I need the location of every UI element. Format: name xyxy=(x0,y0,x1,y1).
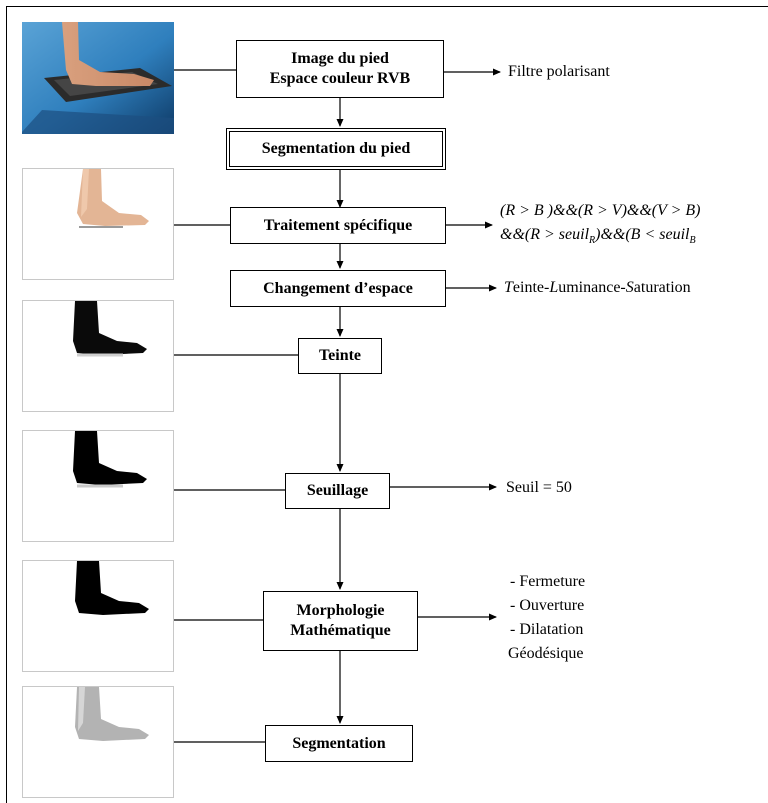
note-tls-rest-s: aturation xyxy=(633,279,691,296)
thumb-segmentation xyxy=(22,686,174,798)
step-changement-label: Changement d’espace xyxy=(263,279,413,297)
step-seuillage-label: Seuillage xyxy=(306,482,369,499)
note-morpho-op-3: - Dilatation xyxy=(510,621,584,638)
note-condition-part-b: )&&(B < seuil xyxy=(595,226,690,243)
note-morpho-op-1: - Fermeture xyxy=(510,573,586,590)
note-tls-cap-t: T xyxy=(504,279,513,296)
step-morphologie-line-1: Morphologie xyxy=(296,602,385,619)
thumb-seuillage xyxy=(22,430,174,542)
note-teinte-luminance-saturation: Teinte-Luminance-Saturation xyxy=(504,278,691,298)
step-seuillage: Seuillage xyxy=(285,473,390,509)
note-condition-line-1: (R > B )&&(R > V)&&(V > B) xyxy=(500,202,701,219)
step-morphologie-line-2: Mathématique xyxy=(290,622,391,639)
thumb-pied-segmente xyxy=(22,168,174,280)
thumb-seuillage-image xyxy=(73,431,147,488)
note-morpho-op-4: Géodésique xyxy=(508,645,584,662)
note-filtre-polarisant: Filtre polarisant xyxy=(508,63,610,80)
photo-pied-rvb-image xyxy=(22,22,174,134)
thumb-teinte xyxy=(22,300,174,412)
step-segmentation: Segmentation xyxy=(265,725,413,762)
note-morpho-op-2: - Ouverture xyxy=(510,597,585,614)
note-seuil: Seuil = 50 xyxy=(506,479,572,496)
note-condition-part-a: &&(R > seuil xyxy=(500,226,590,243)
step-teinte-label: Teinte xyxy=(318,347,362,364)
note-tls-cap-l: L xyxy=(549,279,559,296)
thumb-teinte-image xyxy=(73,301,147,357)
step-changement-espace: Changement d’espace xyxy=(230,270,446,307)
note-condition-line-2: &&(R > seuilR)&&(B < seuilB xyxy=(500,225,696,247)
step-segmentation-label: Segmentation xyxy=(292,734,386,752)
thumb-morphologie xyxy=(22,560,174,672)
note-tls-cap-s: S xyxy=(625,279,634,296)
step-traitement-label: Traitement spécifique xyxy=(263,216,413,234)
step-segmentation-du-pied: Segmentation du pied xyxy=(226,128,446,170)
step-morphologie-mathematique: Morphologie Mathématique xyxy=(263,591,418,651)
thumb-segmentation-image xyxy=(75,687,149,741)
note-condition-sub-r: R xyxy=(589,235,596,247)
note-condition-sub-b: B xyxy=(689,235,696,247)
note-tls-rest-l: uminance- xyxy=(558,279,626,296)
step-image-line-1: Image du pied xyxy=(291,50,389,67)
thumb-morphologie-image xyxy=(75,561,149,615)
diagram-frame xyxy=(6,6,768,803)
step-traitement-specifique: Traitement spécifique xyxy=(230,207,446,244)
step-segmentation-du-pied-label: Segmentation du pied xyxy=(261,140,411,157)
step-teinte: Teinte xyxy=(298,338,382,374)
photo-pied-rvb xyxy=(22,22,174,134)
step-image-line-2: Espace couleur RVB xyxy=(269,70,411,87)
thumb-pied-segmente-image xyxy=(77,169,149,228)
note-tls-rest-t: einte- xyxy=(512,279,550,296)
step-image-du-pied: Image du pied Espace couleur RVB xyxy=(236,40,444,98)
